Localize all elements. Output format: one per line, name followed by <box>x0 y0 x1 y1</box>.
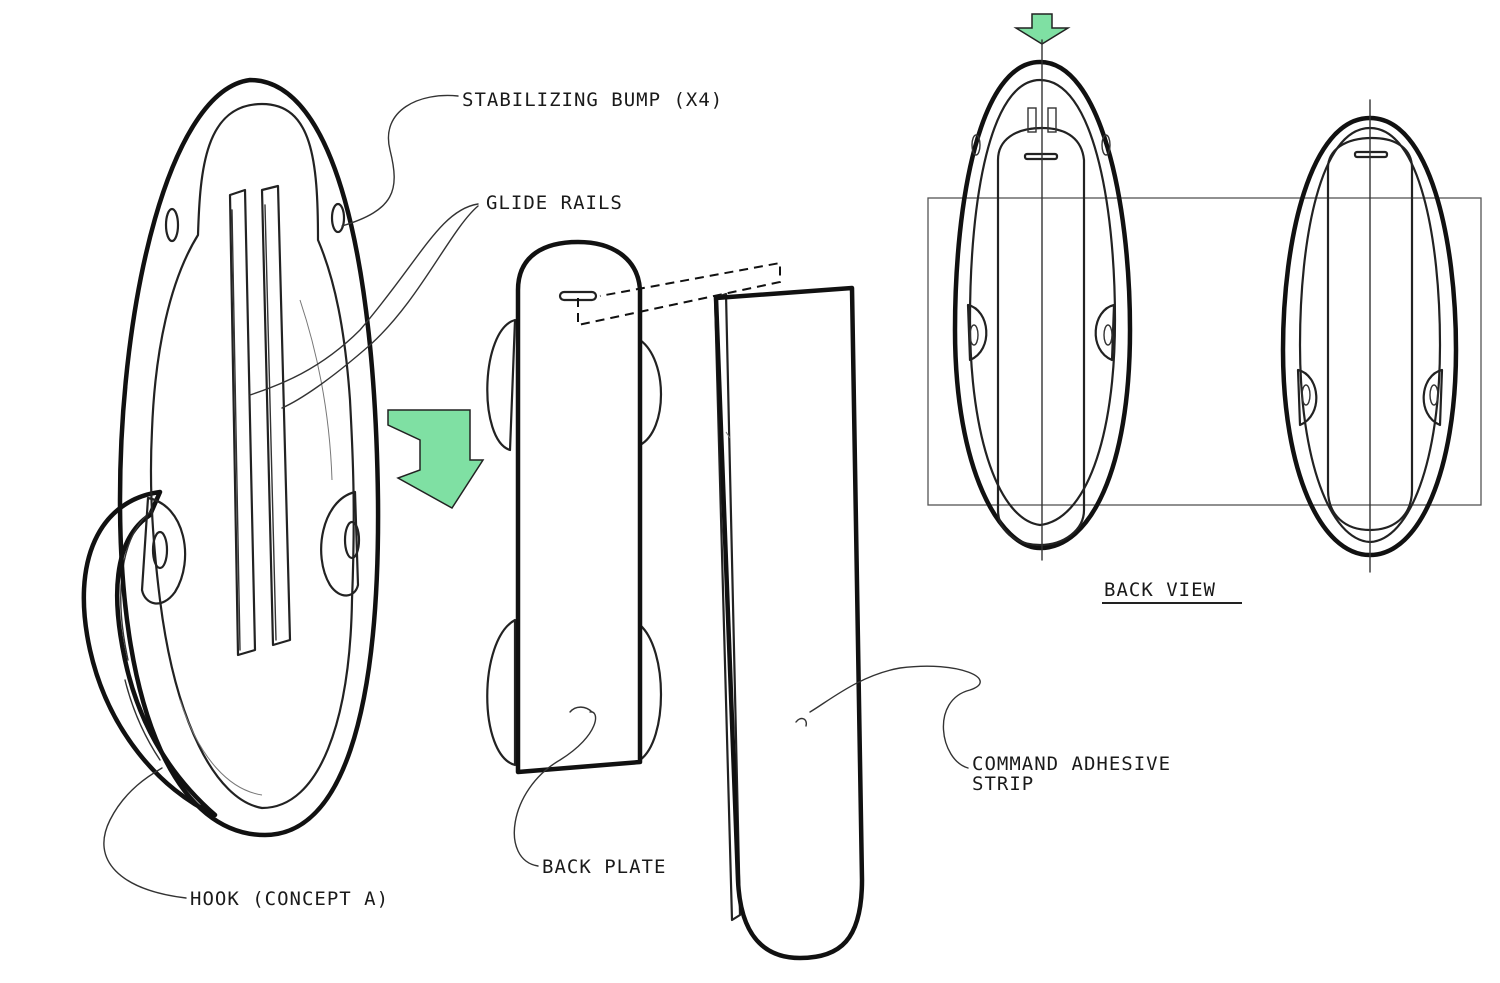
stabilizing-bump <box>320 490 360 597</box>
back-plate <box>515 239 643 775</box>
label-back-plate: BACK PLATE <box>542 856 666 878</box>
label-command-strip-line1: COMMAND ADHESIVE <box>972 753 1171 775</box>
insert-arrow-icon <box>387 409 485 509</box>
hook-curl <box>81 489 218 818</box>
label-hook: HOOK (CONCEPT A) <box>190 888 389 910</box>
back-view-drawing <box>927 39 1482 573</box>
leader-back-plate <box>513 711 597 867</box>
back-view-panel <box>927 197 1482 506</box>
glide-rail <box>228 188 257 657</box>
hook-cavity <box>149 102 355 810</box>
command-strip-drawing <box>713 285 865 961</box>
label-command-strip-line2: STRIP <box>972 773 1034 795</box>
leader-command-strip <box>809 665 981 769</box>
down-arrow-icon <box>1013 13 1071 45</box>
label-glide-rails: GLIDE RAILS <box>486 192 623 214</box>
leader-hook <box>103 767 187 899</box>
hook-body-outer <box>117 77 381 838</box>
stabilizing-bump <box>140 496 187 605</box>
glide-rail <box>260 184 292 647</box>
label-stabilizing-bump: STABILIZING BUMP (X4) <box>462 89 723 111</box>
leader-stabilizing-bump <box>341 94 459 227</box>
leader-glide-rails <box>249 203 479 396</box>
command-adhesive-strip <box>713 285 865 961</box>
back-plate-drawing <box>486 239 663 775</box>
hook-drawing <box>81 77 381 838</box>
label-back-view: BACK VIEW <box>1104 579 1216 601</box>
